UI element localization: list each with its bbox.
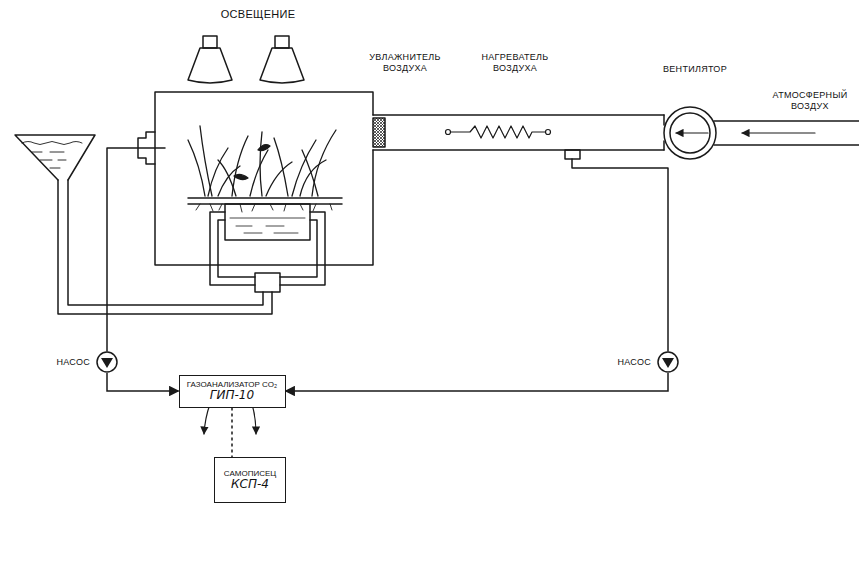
airflow-arrow [742, 132, 815, 133]
plant-tray [188, 198, 342, 204]
gas-line [286, 373, 669, 391]
air-humidifier [373, 118, 385, 147]
nutrient-reservoir [225, 204, 310, 240]
sample-line [572, 159, 668, 351]
recorder-box: САМОПИСЕЦКСП-4 [214, 457, 286, 503]
pump-node: НАСОС [56, 351, 118, 373]
pump-symbol [96, 351, 118, 373]
device-name: НАСОС [617, 357, 651, 367]
lamp [188, 36, 232, 83]
supply-pipe [58, 180, 272, 314]
device-model: КСП-4 [231, 478, 269, 492]
growth-chamber [155, 92, 373, 265]
gas-line [107, 373, 179, 391]
funnel-solution [22, 142, 82, 169]
sample-tee [565, 150, 580, 159]
air-heater [446, 126, 551, 138]
fan-label: ВЕНТИЛЯТОР [649, 64, 741, 75]
drain-tube [280, 212, 325, 285]
atmospheric-air-label: АТМОСФЕРНЫЙ ВОЗДУХ [768, 90, 852, 112]
device-name: НАСОС [56, 357, 90, 367]
solution-level [230, 218, 305, 233]
sample-line [107, 148, 165, 351]
lamp [260, 36, 304, 83]
pump-node: НАСОС [617, 351, 679, 373]
air-duct [373, 115, 664, 150]
plants [188, 126, 336, 196]
gas-analyzer-box: ГАЗОАНАЛИЗАТОР CO₂ГИП-10 [179, 375, 286, 408]
lighting-label: ОСВЕЩЕНИЕ [193, 8, 323, 21]
device-name: САМОПИСЕЦ [224, 469, 276, 478]
device-model: ГИП-10 [210, 389, 254, 403]
heater-label: НАГРЕВАТЕЛЬ ВОЗДУХА [473, 52, 557, 74]
device-name: ГАЗОАНАЛИЗАТОР CO₂ [187, 380, 277, 389]
air-inlet [714, 121, 859, 145]
signal-line [231, 408, 233, 458]
exhaust-arrow [204, 404, 210, 434]
pump-symbol [657, 351, 679, 373]
humidifier-label: УВЛАЖНИТЕЛЬ ВОЗДУХА [363, 52, 447, 74]
drain-tube [210, 212, 255, 285]
roots [196, 204, 332, 212]
exhaust-arrow [252, 404, 256, 434]
tube-junction [255, 273, 280, 292]
fan [664, 107, 716, 159]
funnel [15, 135, 95, 180]
